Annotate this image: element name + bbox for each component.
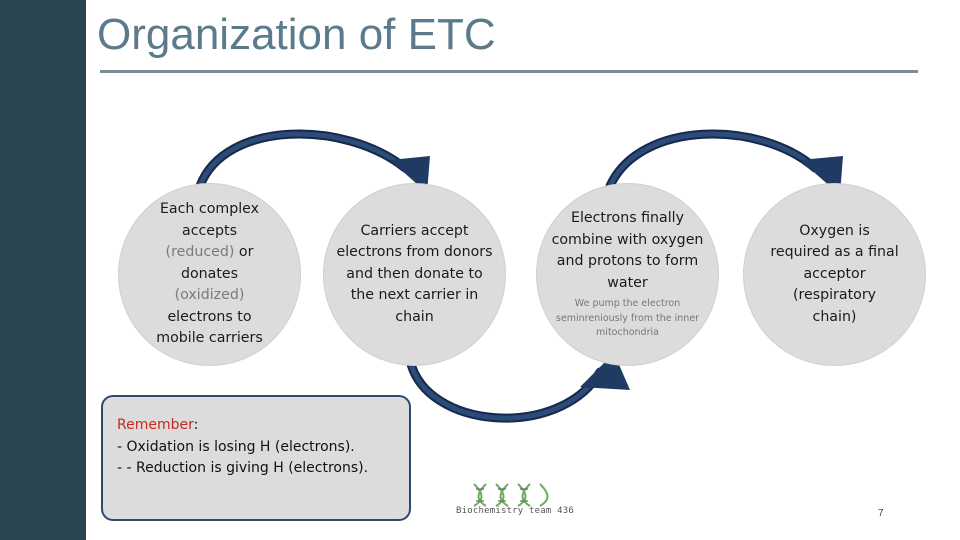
step1-line: accepts — [182, 222, 237, 239]
arrow-lower-middle — [405, 355, 605, 423]
page-number: 7 — [878, 508, 884, 519]
step-circle-4: Oxygen is required as a final acceptor (… — [743, 183, 926, 366]
remember-line-oxidation: - Oxidation is losing H (electrons). — [117, 438, 355, 455]
step3-note: We pump the electron seminreniously from… — [555, 298, 700, 339]
remember-line-reduction: - - Reduction is giving H (electrons). — [117, 460, 369, 476]
remember-box: Remember: - Oxidation is losing H (elect… — [101, 395, 411, 521]
step-circle-1: Each complex accepts (reduced) or donate… — [118, 183, 301, 366]
step2-text: Carriers accept electrons from donors an… — [336, 222, 493, 325]
or-label: or — [234, 244, 254, 261]
remember-colon: : — [193, 417, 199, 433]
title-underline — [100, 70, 918, 73]
step1-line: Each complex — [159, 201, 260, 218]
step-circle-3: Electrons finally combine with oxygen an… — [536, 183, 719, 366]
step-circle-2: Carriers accept electrons from donors an… — [323, 183, 506, 366]
step3-main-text: Electrons finally combine with oxygen an… — [551, 210, 704, 291]
remember-heading: Remember — [117, 417, 194, 433]
oxidized-label: (oxidized) — [174, 287, 245, 304]
step4-text: Oxygen is required as a final acceptor (… — [770, 222, 899, 325]
arrow-upper-left — [195, 129, 410, 191]
page-title: Organization of ETC — [97, 10, 496, 59]
sidebar-band — [0, 0, 86, 540]
reduced-label: (reduced) — [165, 244, 235, 261]
logo-text: Biochemistry team 436 — [456, 506, 574, 516]
dna-helix-icon — [473, 483, 549, 507]
step1-line: mobile carriers — [156, 330, 263, 347]
step1-line: electrons to — [167, 308, 252, 325]
arrow-upper-right — [605, 129, 820, 191]
step1-line: donates — [180, 265, 239, 282]
